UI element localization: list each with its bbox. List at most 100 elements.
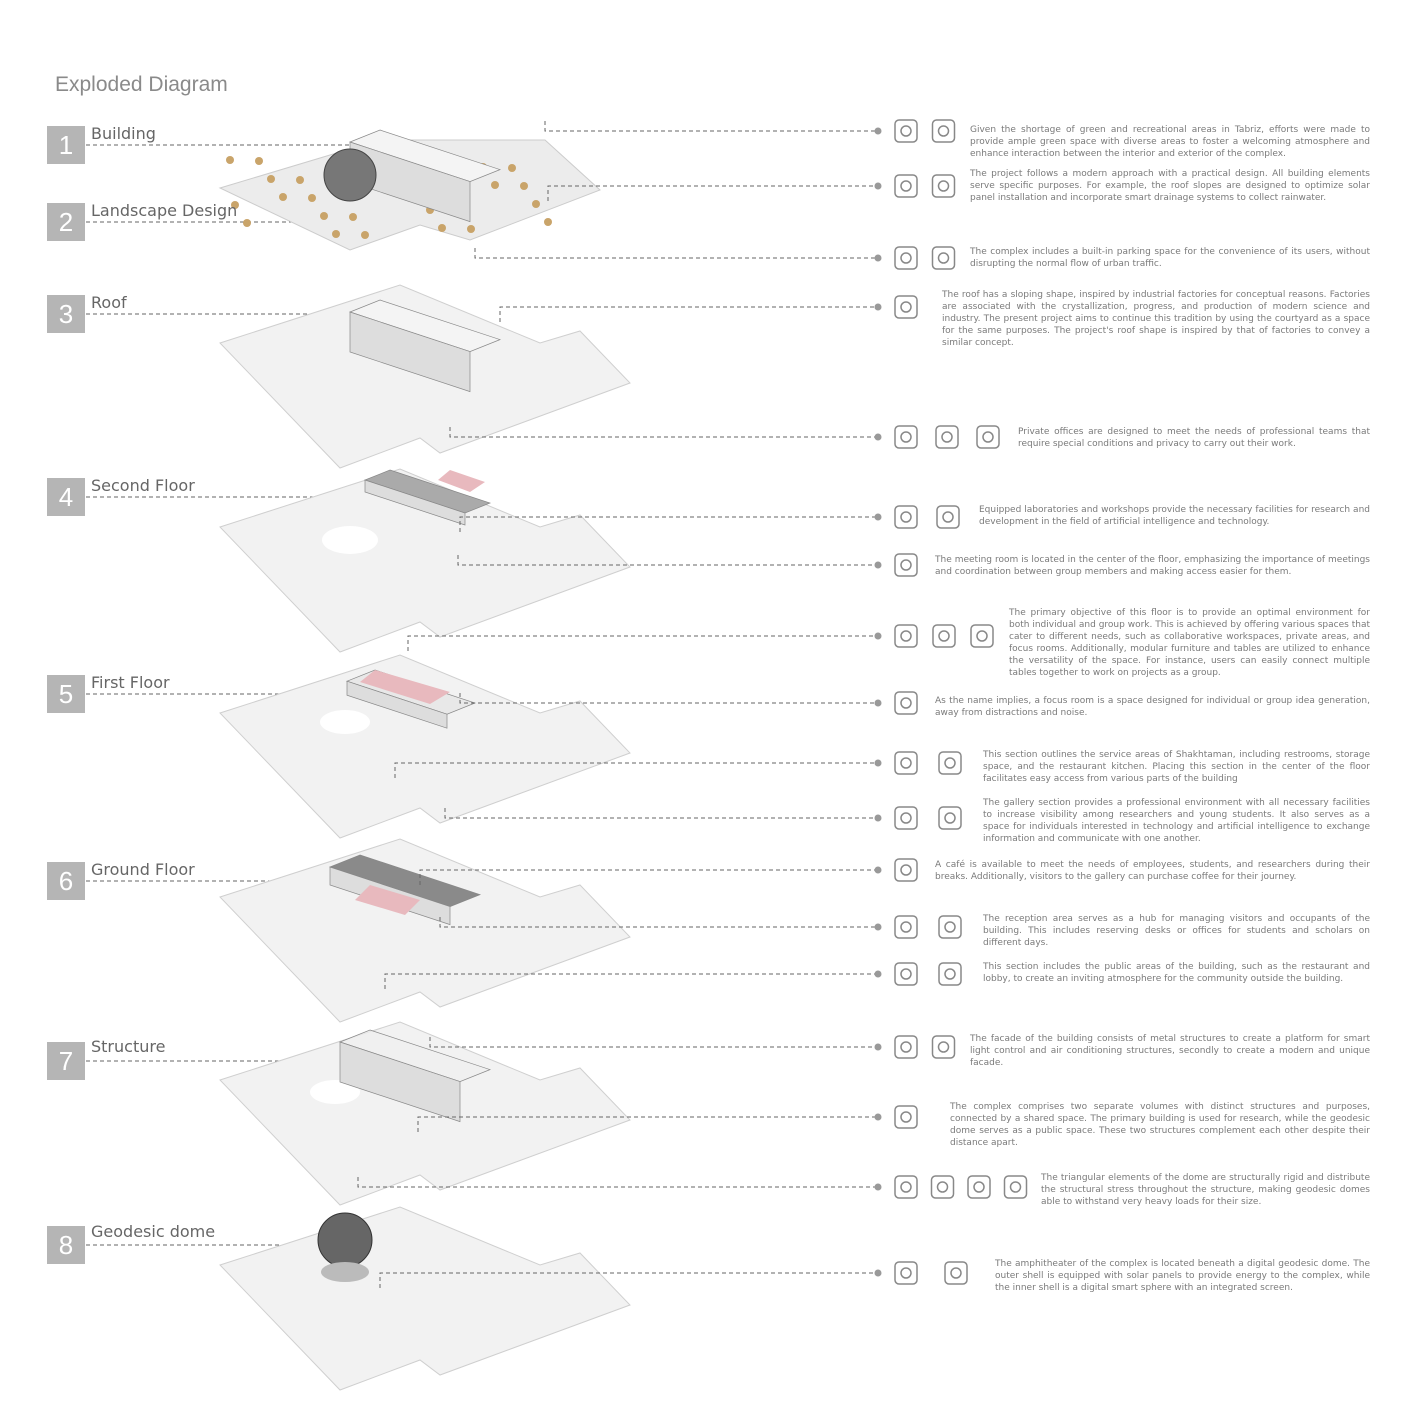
focus-group-icon <box>894 691 918 715</box>
annotation-text: As the name implies, a focus room is a s… <box>935 696 1370 718</box>
leader-dot <box>874 1043 882 1051</box>
layer-number-3: 3 <box>47 295 85 333</box>
leader-dot <box>874 254 882 262</box>
annotation-leader <box>459 516 876 532</box>
annotation-leader <box>459 693 876 704</box>
annotation-leader <box>499 306 876 322</box>
annotation-leader <box>439 917 876 928</box>
desk-icon <box>894 425 918 449</box>
tree <box>467 225 475 233</box>
annotation-leader <box>394 762 876 778</box>
geodesic-dome <box>323 148 377 202</box>
tree <box>332 230 340 238</box>
private-user-icon <box>976 425 1000 449</box>
floor-slab <box>219 1021 631 1206</box>
workspace-highlight <box>360 670 450 704</box>
dome-void <box>322 526 378 554</box>
annotation-text: The meeting room is located in the cente… <box>935 555 1370 577</box>
factory-icon <box>894 295 918 319</box>
tree <box>438 224 446 232</box>
layer-number-5: 5 <box>47 675 85 713</box>
annotation-leader <box>384 973 876 989</box>
layer-label: Structure <box>91 1037 166 1056</box>
meeting-room-icon <box>894 553 918 577</box>
annotation-leader <box>357 1177 876 1188</box>
dome-shell-icon <box>894 1261 918 1285</box>
annotation-text: The reception area serves as a hub for m… <box>983 914 1370 948</box>
annotation-text: This section includes the public areas o… <box>983 962 1370 984</box>
leader-dot <box>874 1183 882 1191</box>
restaurant-highlight <box>355 885 420 915</box>
tree <box>320 212 328 220</box>
layer-number-8: 8 <box>47 1226 85 1264</box>
reception-icon <box>938 915 962 939</box>
leader-dot <box>874 814 882 822</box>
meeting-room-highlight <box>438 470 485 492</box>
amphitheater-icon <box>944 1261 968 1285</box>
icosahedron-icon <box>894 1175 918 1199</box>
dome-void <box>320 710 370 734</box>
entrance-icon <box>894 915 918 939</box>
second-floor-volume-side <box>364 479 466 526</box>
tree <box>308 194 316 202</box>
tree-icon <box>894 119 918 143</box>
tree <box>255 157 263 165</box>
annotation-leader <box>449 427 876 438</box>
annotation-leader <box>474 248 876 259</box>
leader-dot <box>874 561 882 569</box>
layer-number-4: 4 <box>47 478 85 516</box>
gallery-icon <box>894 806 918 830</box>
frequency-icon <box>967 1175 991 1199</box>
leader-dot <box>874 866 882 874</box>
tree <box>544 218 552 226</box>
tree <box>243 219 251 227</box>
tree <box>226 156 234 164</box>
diagram-title: Exploded Diagram <box>55 73 228 96</box>
meeting-icon <box>935 425 959 449</box>
structure-icon <box>894 1105 918 1129</box>
annotation-text: The triangular elements of the dome are … <box>1041 1173 1370 1207</box>
tree <box>491 181 499 189</box>
tree <box>508 164 516 172</box>
annotation-text: The primary objective of this floor is t… <box>1009 608 1370 678</box>
ai-bulb-icon <box>931 174 956 198</box>
layer-number-1: 1 <box>47 126 85 164</box>
annotation-text: The complex includes a built-in parking … <box>970 247 1370 269</box>
tree <box>296 176 304 184</box>
tree <box>361 231 369 239</box>
annotation-text: The project follows a modern approach wi… <box>970 169 1370 203</box>
tree <box>267 175 275 183</box>
parking-lot-icon <box>931 246 956 270</box>
tree <box>279 193 287 201</box>
leader-dot <box>874 127 882 135</box>
path-icon <box>931 119 956 143</box>
annotation-leader <box>444 808 876 819</box>
lobby-icon <box>894 962 918 986</box>
leader-dot <box>874 970 882 978</box>
annotation-leader <box>429 1037 876 1048</box>
lab-icon <box>894 505 918 529</box>
leader-dot <box>874 923 882 931</box>
annotation-leader <box>457 555 876 566</box>
annotation-text: The gallery section provides a professio… <box>983 798 1370 844</box>
annotation-text: Given the shortage of green and recreati… <box>970 125 1370 159</box>
tree <box>231 201 239 209</box>
annotation-text: The roof has a sloping shape, inspired b… <box>942 290 1370 348</box>
roof-volume-side <box>349 311 471 393</box>
tree <box>532 200 540 208</box>
layer-number-7: 7 <box>47 1042 85 1080</box>
leader-dot <box>874 699 882 707</box>
first-floor-volume-side <box>346 680 448 729</box>
amphitheater <box>321 1262 369 1282</box>
annotation-text: A café is available to meet the needs of… <box>935 860 1370 882</box>
annotation-text: The complex comprises two separate volum… <box>950 1102 1370 1148</box>
dome-icon <box>1003 1175 1028 1199</box>
ai-screen-icon <box>938 806 962 830</box>
parking-icon <box>894 246 918 270</box>
leader-dot <box>874 513 882 521</box>
stairs-icon <box>931 1035 956 1059</box>
layer-label: Landscape Design <box>91 201 238 220</box>
leader-dot <box>874 182 882 190</box>
annotation-text: Equipped laboratories and workshops prov… <box>979 505 1370 527</box>
